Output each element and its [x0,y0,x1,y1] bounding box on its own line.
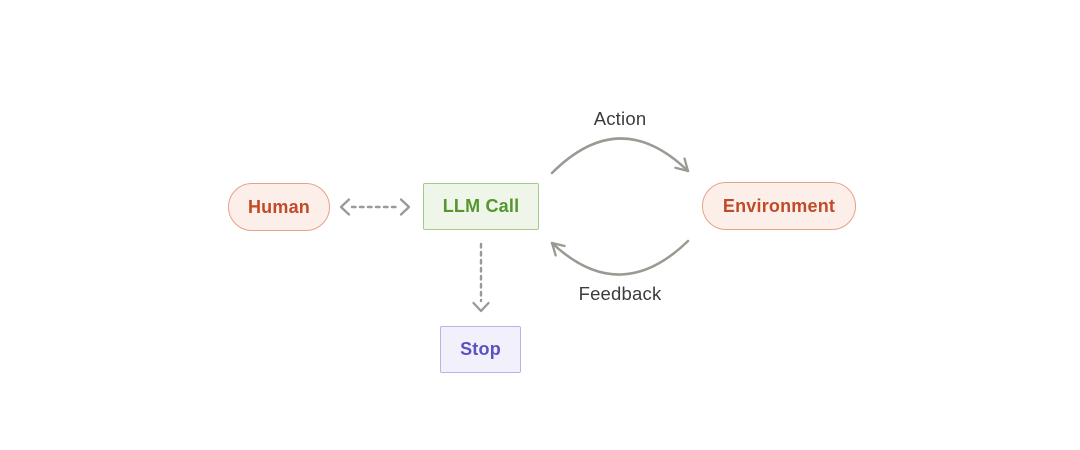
action-arrowhead-icon [674,157,690,173]
action-edge-label: Action [593,108,647,129]
node-human: Human [228,183,330,231]
node-stop-label: Stop [460,339,501,359]
node-llm-call: LLM Call [423,183,539,230]
node-llm-call-label: LLM Call [442,196,520,216]
node-environment: Environment [702,182,856,230]
action-arrow-curve [550,137,690,175]
feedback-edge-label: Feedback [578,283,662,304]
llm-stop-arrowhead-icon [472,301,490,313]
node-stop: Stop [440,326,521,373]
node-environment-label: Environment [722,195,836,216]
feedback-arrow-curve [550,239,690,276]
human-llm-left-chevron-icon [339,198,351,216]
human-llm-right-chevron-icon [399,198,411,216]
node-human-label: Human [247,196,310,217]
feedback-arrowhead-icon [550,241,566,257]
